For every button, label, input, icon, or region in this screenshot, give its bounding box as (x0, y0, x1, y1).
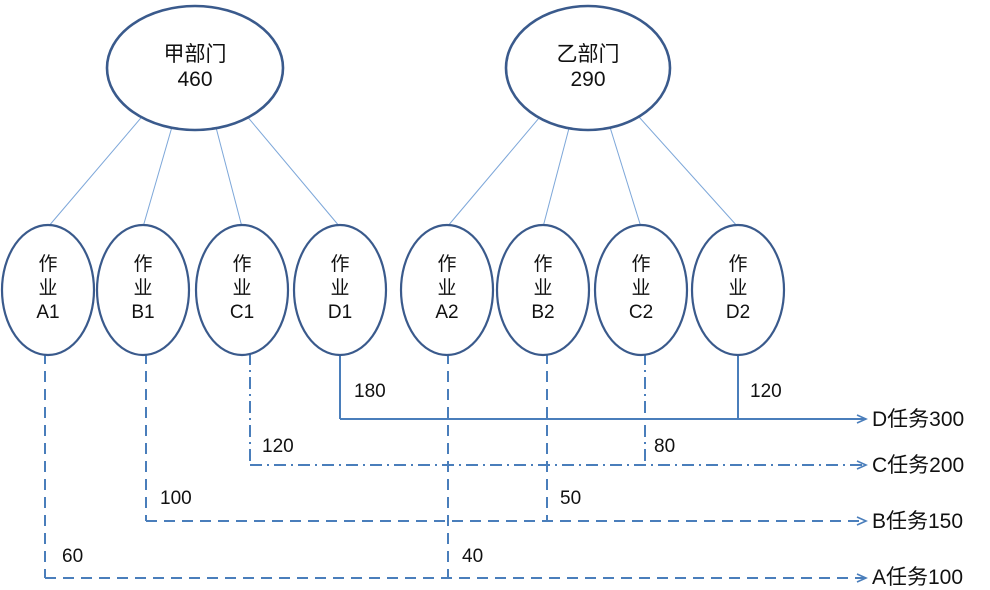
dept-job-link (446, 112, 544, 228)
dept-job-link (542, 126, 570, 228)
flow-value-label: 50 (560, 488, 582, 509)
flow-value-label: 80 (654, 436, 676, 457)
flow-value-label: 100 (160, 488, 192, 509)
dept-job-link (47, 112, 147, 228)
ellipse-job-d2[interactable] (690, 223, 786, 357)
dept-job-link (142, 125, 173, 228)
ellipse-job-c1[interactable] (194, 223, 290, 357)
task-label-task-a: A任务100 (872, 566, 964, 589)
flow-line-group (44, 353, 868, 583)
dept-job-link (243, 112, 341, 228)
ellipse-job-a2[interactable] (399, 223, 495, 357)
ellipse-job-a1[interactable] (0, 223, 96, 357)
flow-value-label: 120 (262, 436, 294, 457)
dept-job-link (215, 126, 243, 228)
node-group (0, 4, 786, 357)
flow-value-label: 60 (62, 546, 84, 567)
flow-value-label: 40 (462, 546, 484, 567)
flow-value-label: 180 (354, 381, 386, 402)
ellipse-dept-yi[interactable] (504, 4, 672, 132)
task-label-task-d: D任务300 (872, 408, 965, 431)
ellipse-dept-jia[interactable] (105, 4, 285, 132)
ellipse-job-b2[interactable] (495, 223, 591, 357)
ellipse-job-c2[interactable] (593, 223, 689, 357)
dept-job-link (634, 111, 739, 228)
department-link-group (47, 111, 739, 228)
task-label-task-b: B任务150 (872, 510, 964, 533)
flow-value-label: 120 (750, 381, 782, 402)
task-label-task-c: C任务200 (872, 454, 965, 477)
ellipse-job-b1[interactable] (95, 223, 191, 357)
dept-job-link (609, 125, 642, 228)
ellipse-job-d1[interactable] (292, 223, 388, 357)
